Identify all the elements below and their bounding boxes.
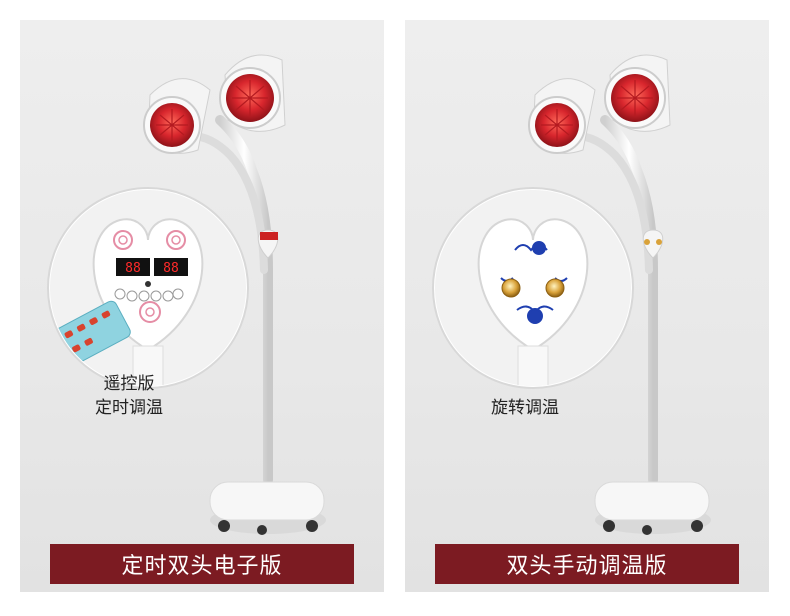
product-card-manual: 旋转调温 双头手动调温版 xyxy=(405,20,769,592)
lamp-head-left xyxy=(528,78,596,154)
feature-line-2: 定时调温 xyxy=(95,398,163,418)
lamp-head-right xyxy=(219,54,286,132)
remote-control-icon xyxy=(53,300,131,366)
product-title-banner: 双头手动调温版 xyxy=(435,544,739,584)
product-card-electronic: 88 88 xyxy=(20,20,384,592)
rose-icon xyxy=(113,230,186,323)
temperature-knob-icon xyxy=(501,278,565,298)
feature-line-1: 遥控版 xyxy=(103,374,155,394)
double-head-lamp-manual-image xyxy=(432,54,711,535)
feature-text: 旋转调温 xyxy=(480,396,570,420)
lamp-head-left xyxy=(143,78,211,154)
led-display-icon: 88 88 xyxy=(116,258,188,276)
control-panel-zoom xyxy=(432,187,634,389)
feature-line-1: 旋转调温 xyxy=(491,398,559,418)
double-head-lamp-electronic-image: 88 88 xyxy=(47,54,326,535)
product-title-banner: 定时双头电子版 xyxy=(50,544,354,584)
svg-text:88: 88 xyxy=(125,261,141,276)
control-panel-zoom: 88 88 xyxy=(47,187,249,389)
feature-text: 遥控版 定时调温 xyxy=(84,372,174,420)
lamp-head-right xyxy=(604,54,671,132)
svg-text:88: 88 xyxy=(163,261,179,276)
